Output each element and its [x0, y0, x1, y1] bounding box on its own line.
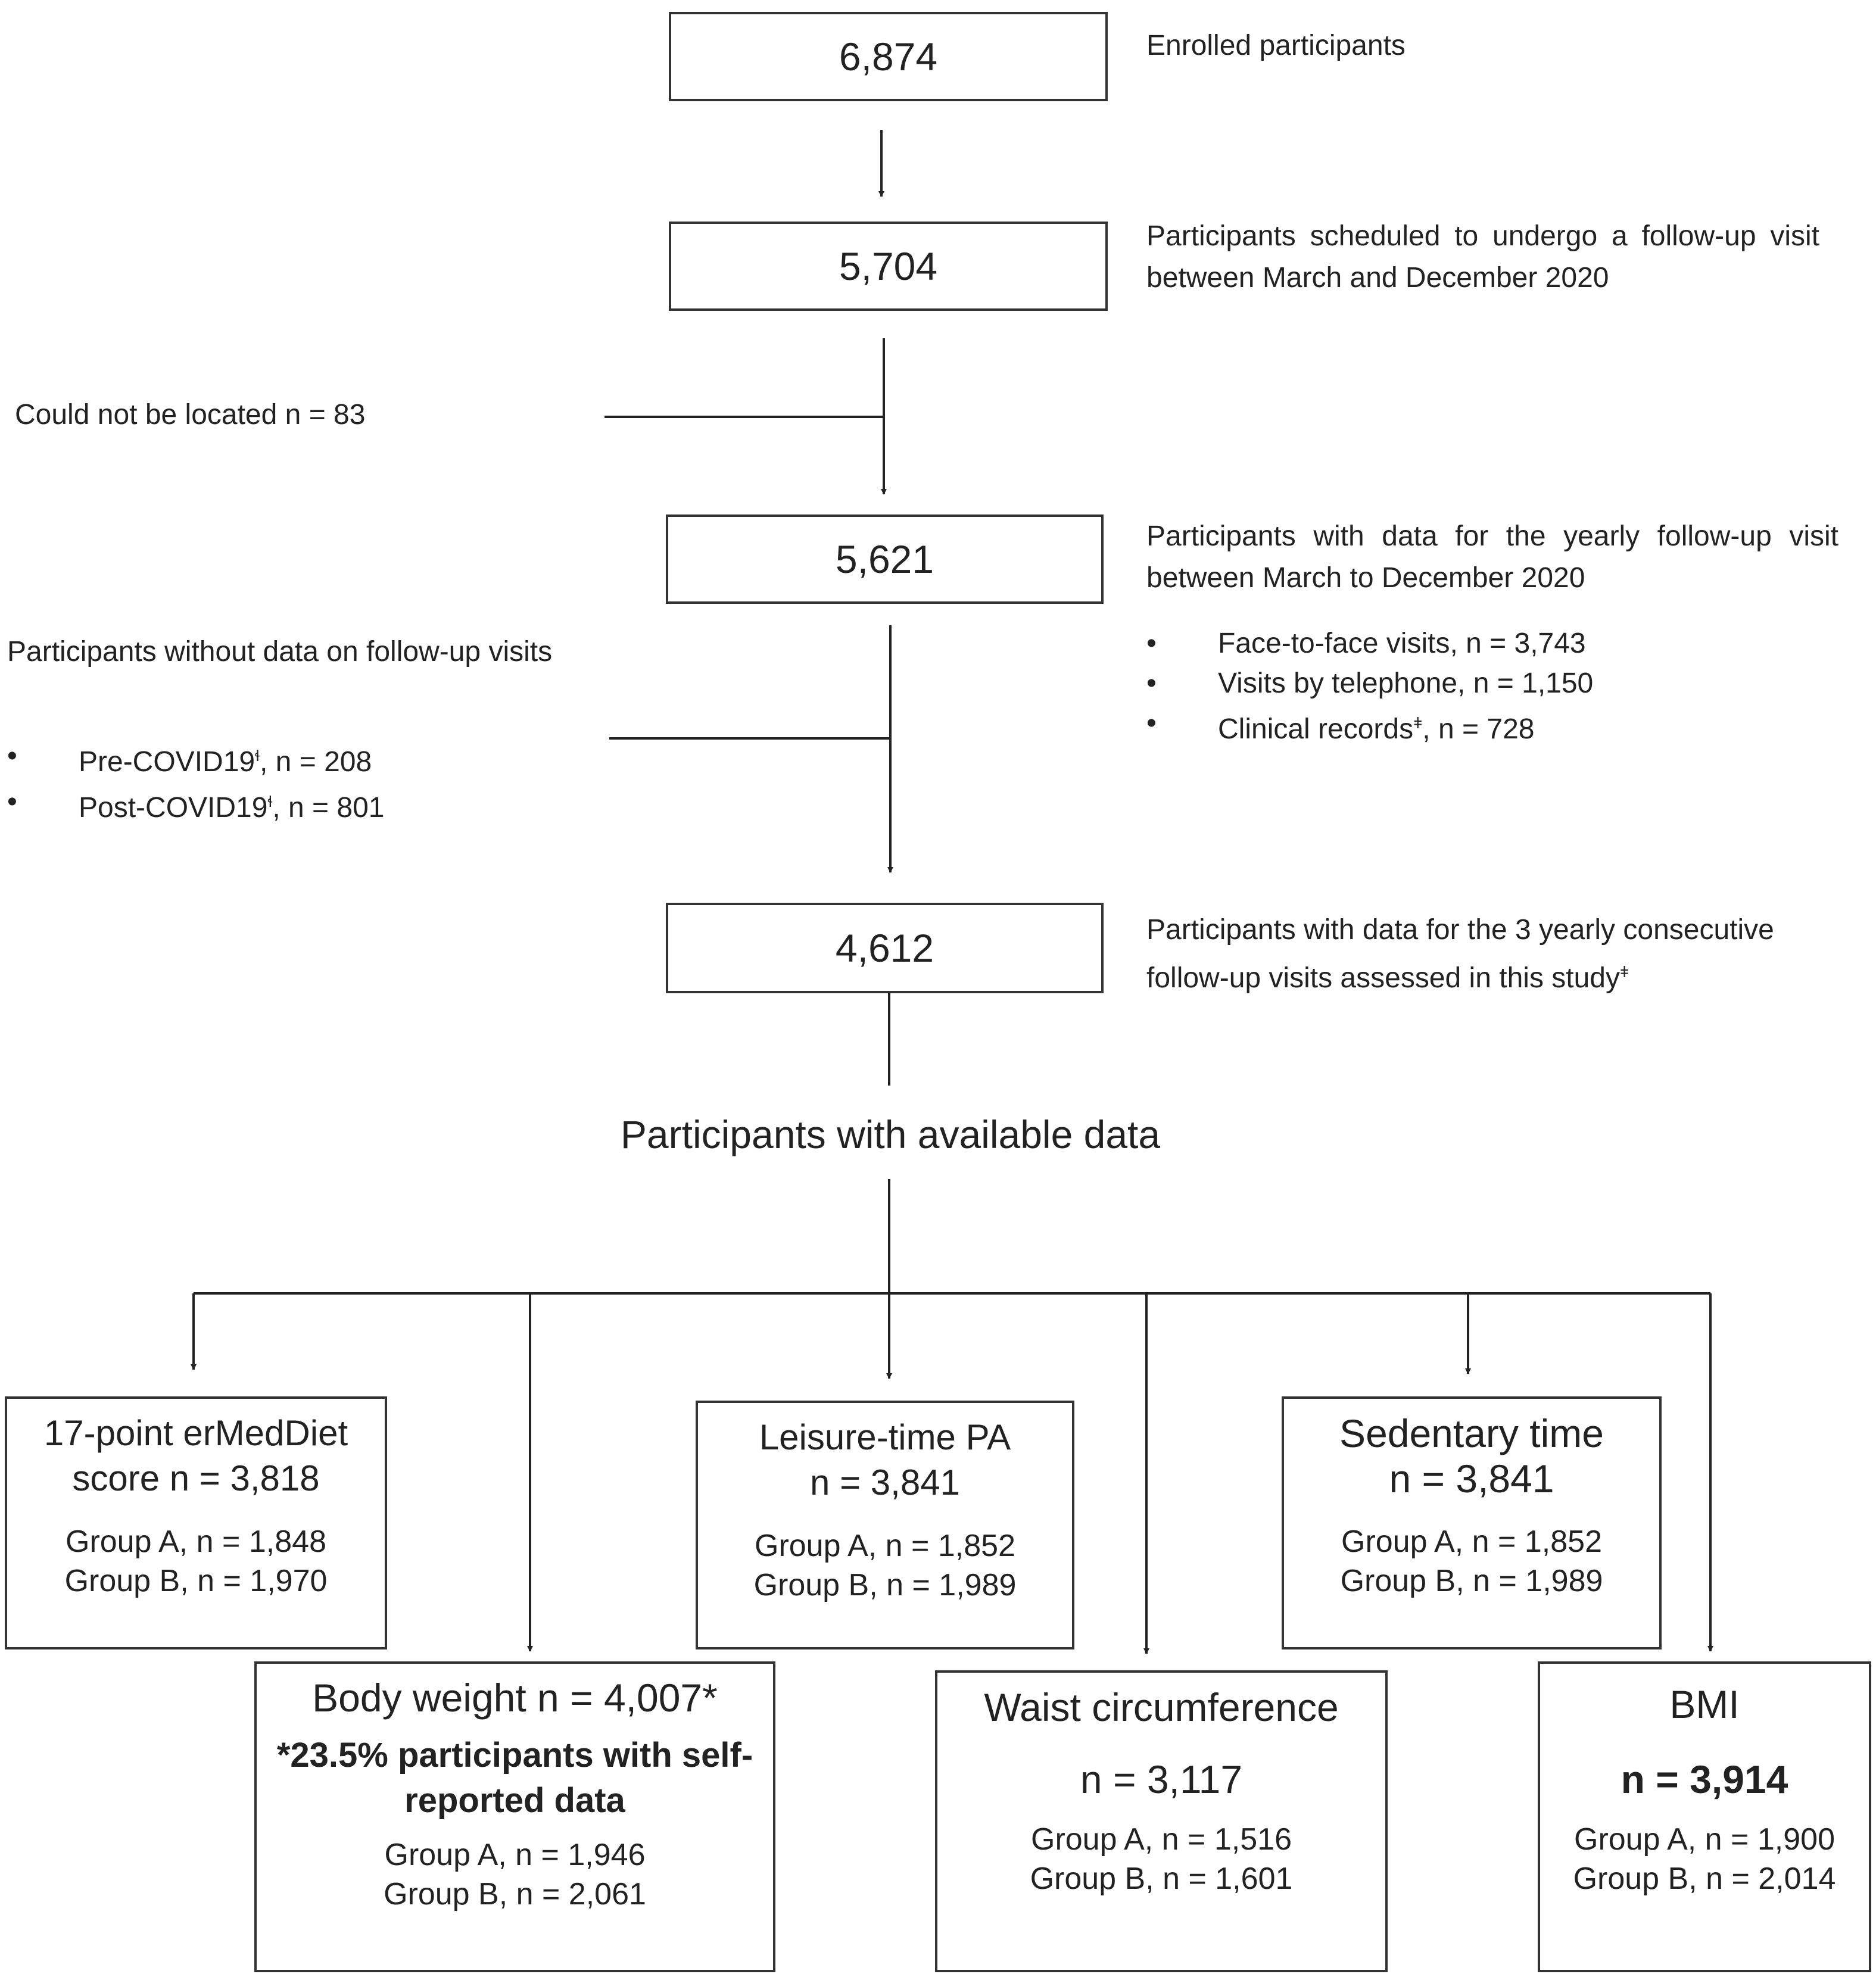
followup-visit-types: •Face-to-face visits, n = 3,743 •Visits …	[1146, 623, 1831, 749]
outcome-box-waist: Waist circumference n = 3,117 Group A, n…	[935, 1670, 1388, 1972]
list-item: •Visits by telephone, n = 1,150	[1146, 668, 1594, 699]
list-item: •Pre-COVID19ɬ, n = 208	[7, 740, 372, 778]
exclusion-no-data-list: •Pre-COVID19ɬ, n = 208 •Post-COVID19ɬ, n…	[7, 736, 543, 828]
desc-followup: Participants with data for the yearly fo…	[1146, 520, 1838, 594]
list-item: •Face-to-face visits, n = 3,743	[1146, 628, 1586, 659]
desc-enrolled: Enrolled participants	[1146, 30, 1406, 61]
available-data-heading: Participants with available data	[620, 1112, 1161, 1156]
outcome-box-sedentary: Sedentary time n = 3,841 Group A, n = 1,…	[1282, 1396, 1662, 1649]
count-followup: 5,621	[835, 537, 934, 581]
footnote-mark: ɬ	[267, 793, 273, 810]
desc-scheduled: Participants scheduled to undergo a foll…	[1146, 220, 1819, 294]
count-box-scheduled: 5,704	[669, 222, 1108, 311]
outcome-box-bmi: BMI n = 3,914 Group A, n = 1,900 Group B…	[1538, 1661, 1871, 1972]
count-scheduled: 5,704	[839, 244, 938, 288]
footnote-mark: ǂ	[1620, 963, 1629, 981]
count-box-consecutive: 4,612	[666, 903, 1104, 993]
outcome-box-bodyweight: Body weight n = 4,007* *23.5% participan…	[254, 1661, 775, 1972]
outcome-box-meddiet: 17-point erMedDiet score n = 3,818 Group…	[5, 1396, 387, 1649]
count-consecutive: 4,612	[835, 926, 934, 970]
desc-consecutive: Participants with data for the 3 yearly …	[1146, 914, 1774, 994]
list-item: •Post-COVID19ɬ, n = 801	[7, 786, 385, 824]
footnote-mark: ǂ	[1413, 714, 1423, 732]
outcome-box-leisure: Leisure-time PA n = 3,841 Group A, n = 1…	[696, 1401, 1074, 1649]
count-enrolled: 6,874	[839, 35, 938, 79]
exclusion-no-data-title: Participants without data on follow-up v…	[7, 636, 553, 668]
footnote-mark: ɬ	[255, 747, 260, 765]
count-box-enrolled: 6,874	[669, 12, 1108, 101]
exclusion-not-located: Could not be located n = 83	[15, 399, 366, 431]
count-box-followup: 5,621	[666, 514, 1104, 604]
list-item: •Clinical recordsǂ, n = 728	[1146, 707, 1535, 745]
